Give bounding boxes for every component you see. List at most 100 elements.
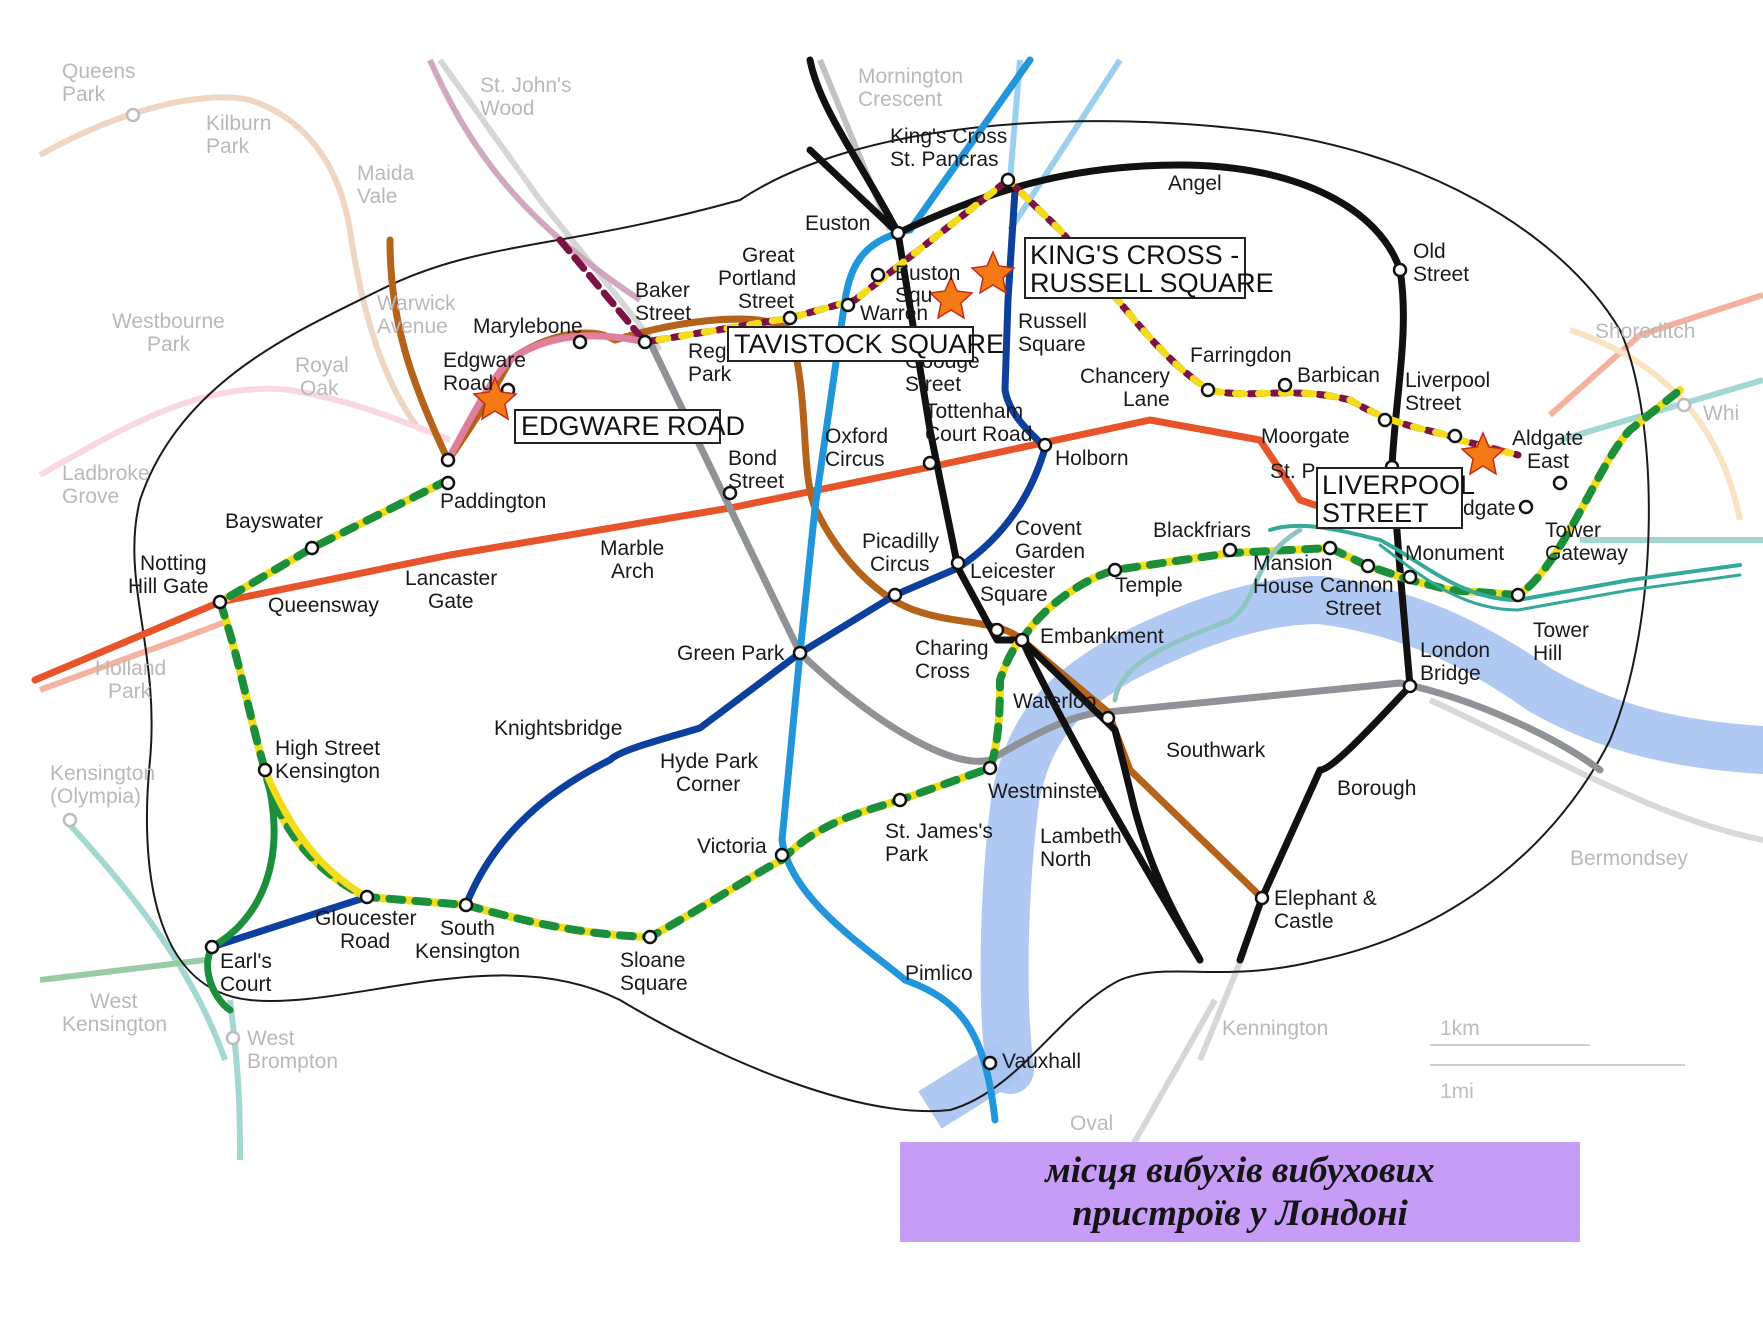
label-elephant: Elephant &Castle — [1274, 887, 1377, 933]
label-euston: Euston — [805, 212, 870, 235]
scale-km: 1km — [1440, 1017, 1480, 1040]
callout-edgware: EDGWARE ROAD — [514, 409, 745, 444]
blast-markers — [472, 250, 1506, 476]
label-temple: Temple — [1115, 574, 1183, 597]
label-marylebone: Marylebone — [473, 315, 583, 338]
label-paddington: Paddington — [440, 490, 546, 513]
label-moorgate: Moorgate — [1261, 425, 1350, 448]
label-borough: Borough — [1337, 777, 1416, 800]
blast-star-icon — [472, 376, 518, 421]
jubilee-line — [646, 338, 1604, 774]
label-kennington: Kennington — [1222, 1017, 1328, 1040]
label-whi: Whi — [1703, 402, 1739, 425]
blast-star-icon — [1460, 431, 1506, 476]
caption-line-2: пристроїв у Лондоні — [1072, 1193, 1408, 1234]
label-angel: Angel — [1168, 172, 1222, 195]
label-victoria: Victoria — [697, 835, 767, 858]
label-waterloo: Waterloo — [1013, 690, 1096, 713]
callout-kings-cross-russell: KING'S CROSS -RUSSELL SQUARE — [1024, 237, 1274, 299]
svg-text:TAVISTOCK SQUARE: TAVISTOCK SQUARE — [734, 329, 1004, 359]
scale-bar: 1km 1mi — [1430, 1017, 1685, 1103]
label-monument: Monument — [1405, 542, 1504, 565]
label-southwark: Southwark — [1166, 739, 1266, 762]
label-warren: Warren — [860, 302, 928, 325]
label-blackfriars: Blackfriars — [1153, 519, 1251, 542]
label-green-park: Green Park — [677, 642, 785, 665]
label-pimlico: Pimlico — [905, 962, 973, 985]
label-barbican: Barbican — [1297, 364, 1380, 387]
svg-text:KING'S CROSS -RUSSELL SQUARE: KING'S CROSS -RUSSELL SQUARE — [1030, 240, 1274, 298]
label-embankment: Embankment — [1040, 625, 1164, 648]
svg-text:EDGWARE ROAD: EDGWARE ROAD — [521, 411, 745, 441]
label-farringdon: Farringdon — [1190, 344, 1292, 367]
label-holborn: Holborn — [1055, 447, 1129, 470]
label-queensway: Queensway — [268, 594, 379, 617]
label-oval: Oval — [1070, 1112, 1113, 1135]
dlr-line — [1268, 523, 1742, 602]
label-shoreditch: Shoreditch — [1595, 320, 1695, 343]
scale-mi: 1mi — [1440, 1080, 1474, 1103]
tube-lines — [31, 56, 1742, 1124]
caption-line-1: місця вибухів вибухових — [1045, 1150, 1435, 1191]
label-aldgate: dgate — [1463, 497, 1516, 520]
label-bermondsey: Bermondsey — [1570, 847, 1688, 870]
blast-star-icon — [928, 275, 974, 320]
blast-star-icon — [970, 250, 1016, 295]
zone-boundary — [133, 120, 1650, 1113]
label-westminster: Westminster — [988, 780, 1104, 803]
label-bayswater: Bayswater — [225, 510, 323, 533]
label-st-pauls: St. P — [1270, 460, 1316, 483]
river-thames — [918, 575, 1763, 1129]
victoria-line — [778, 56, 1034, 1124]
callout-tavistock: TAVISTOCK SQUARE — [727, 326, 1004, 362]
label-vauxhall: Vauxhall — [1002, 1050, 1081, 1073]
label-knightsbridge: Knightsbridge — [494, 717, 622, 740]
